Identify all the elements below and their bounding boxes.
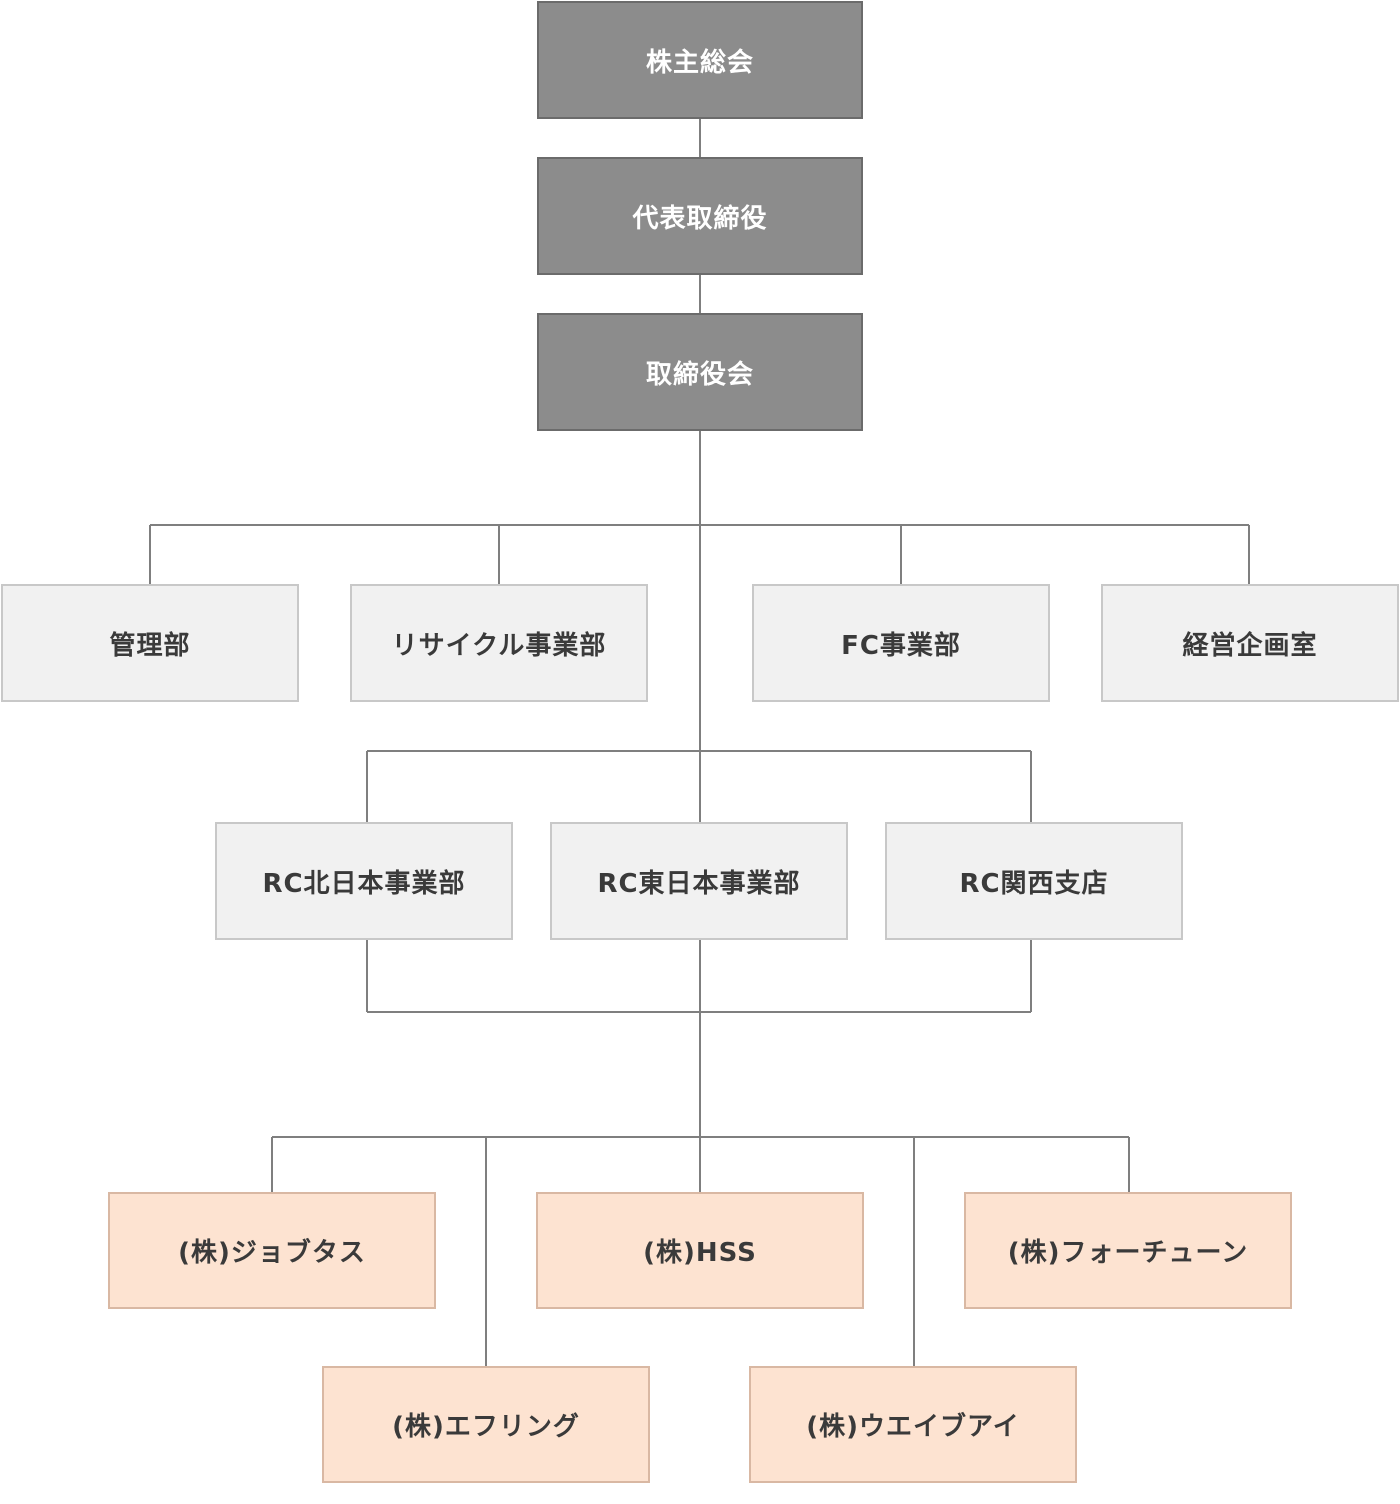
dept-administration-box: 管理部 [1, 584, 299, 702]
regional-north-japan-label: RC北日本事業部 [262, 868, 466, 899]
regional-kansai-branch-box: RC関西支店 [885, 822, 1183, 940]
regional-north-japan-box: RC北日本事業部 [215, 822, 513, 940]
regional-east-japan-label: RC東日本事業部 [597, 868, 801, 899]
subsidiary-waveai-box: (株)ウエイブアイ [749, 1366, 1077, 1483]
shareholders-meeting-box: 株主総会 [537, 1, 863, 119]
regional-east-japan-box: RC東日本事業部 [550, 822, 848, 940]
subsidiary-fortune-box: (株)フォーチューン [964, 1192, 1292, 1309]
subsidiary-efring-label: (株)エフリング [392, 1412, 580, 1442]
dept-recycle-business-box: リサイクル事業部 [350, 584, 648, 702]
regional-kansai-branch-label: RC関西支店 [959, 868, 1109, 899]
dept-corporate-planning-label: 経営企画室 [1182, 630, 1318, 661]
subsidiary-jobtas-label: (株)ジョブタス [178, 1238, 366, 1268]
representative-director-box: 代表取締役 [537, 157, 863, 275]
subsidiary-fortune-label: (株)フォーチューン [1007, 1238, 1249, 1268]
representative-director-label: 代表取締役 [632, 203, 768, 234]
subsidiary-hss-label: (株)HSS [643, 1238, 757, 1268]
dept-fc-business-box: FC事業部 [752, 584, 1050, 702]
board-of-directors-label: 取締役会 [645, 359, 754, 390]
board-of-directors-box: 取締役会 [537, 313, 863, 431]
dept-fc-business-label: FC事業部 [841, 630, 961, 661]
subsidiary-waveai-label: (株)ウエイブアイ [806, 1412, 1020, 1442]
dept-corporate-planning-box: 経営企画室 [1101, 584, 1399, 702]
dept-recycle-business-label: リサイクル事業部 [391, 630, 607, 661]
subsidiary-hss-box: (株)HSS [536, 1192, 864, 1309]
subsidiary-jobtas-box: (株)ジョブタス [108, 1192, 436, 1309]
shareholders-meeting-label: 株主総会 [645, 47, 754, 78]
dept-administration-label: 管理部 [109, 630, 191, 661]
subsidiary-efring-box: (株)エフリング [322, 1366, 650, 1483]
